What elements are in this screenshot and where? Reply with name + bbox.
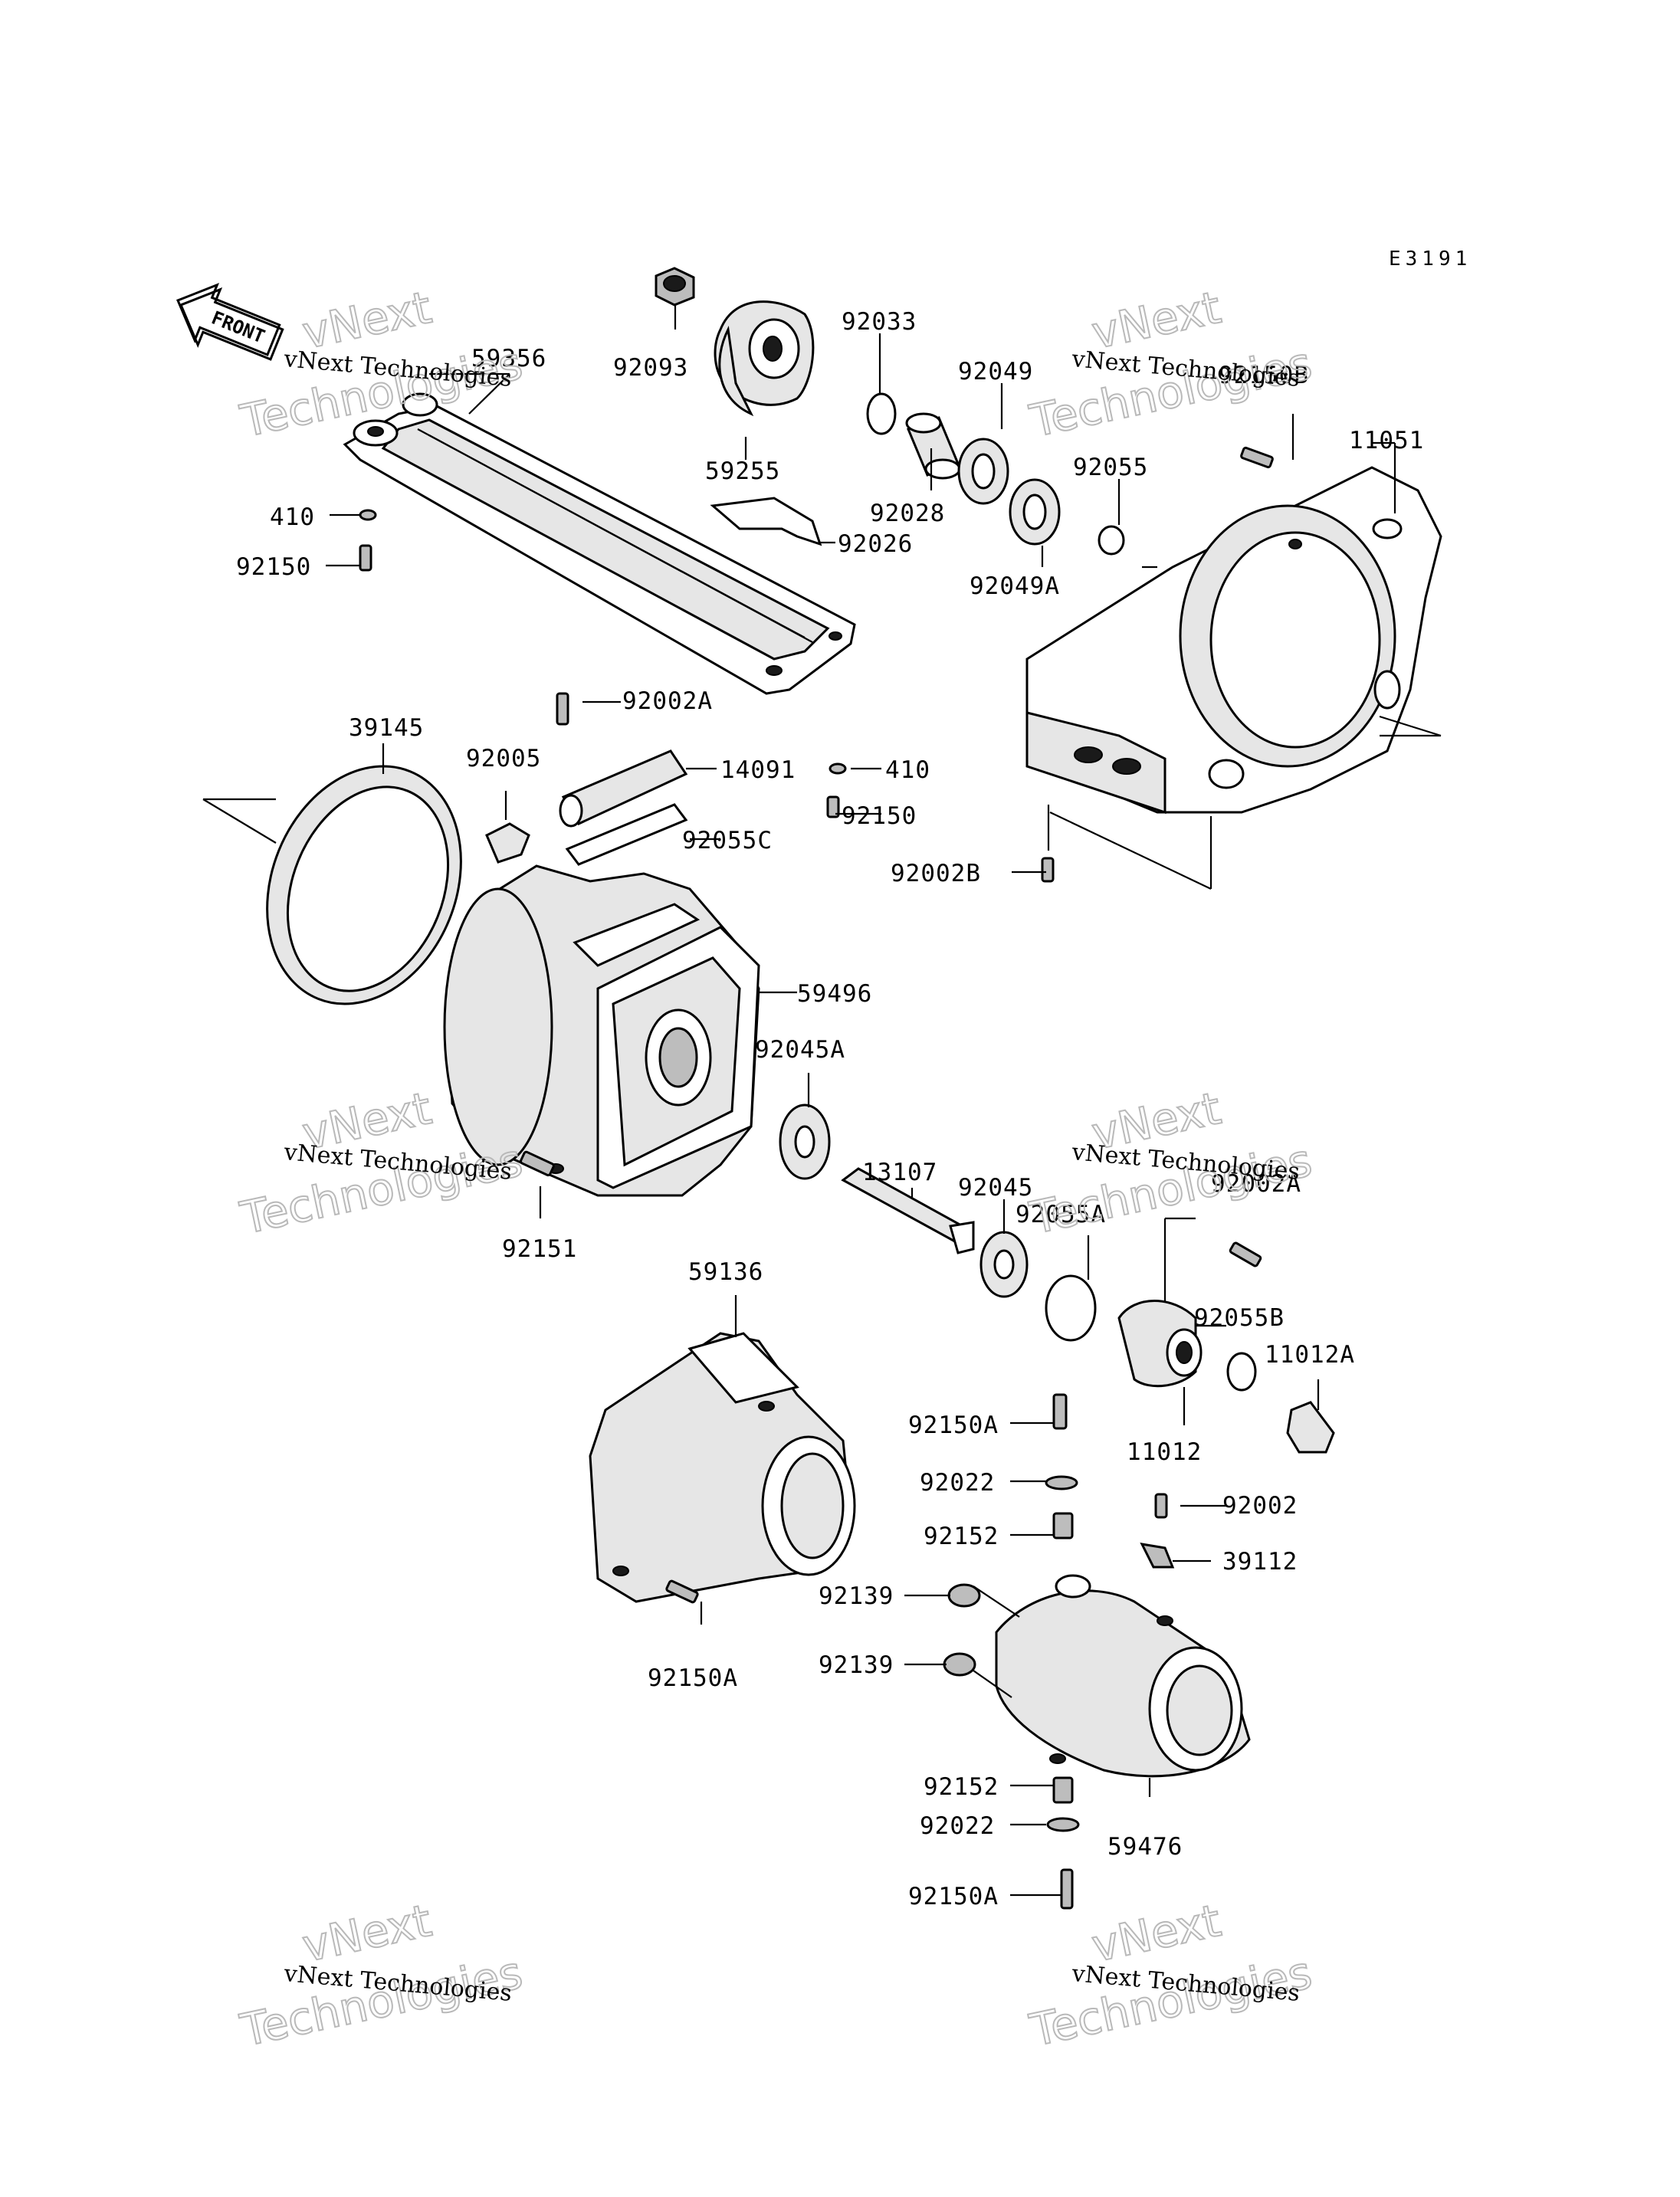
- pump-bracket-housing-part: [1025, 466, 1442, 815]
- callout-59356: 59356: [471, 345, 546, 372]
- callout-92055A: 92055A: [1016, 1201, 1106, 1228]
- callout-39112: 39112: [1222, 1548, 1298, 1576]
- callout-92150A-c: 92150A: [908, 1883, 999, 1910]
- callout-92033: 92033: [842, 308, 917, 336]
- svg-text:vNext: vNext: [1088, 1894, 1226, 1972]
- svg-text:vNext: vNext: [298, 1894, 436, 1972]
- svg-text:vNext: vNext: [298, 281, 436, 359]
- impeller-part: [714, 300, 815, 417]
- pump-cover-plate-part: [343, 392, 856, 695]
- drive-shaft-part: [841, 1167, 975, 1254]
- oil-seal-a-part: [957, 438, 1009, 505]
- callout-59476: 59476: [1107, 1833, 1183, 1861]
- steering-nozzle-part: [995, 1574, 1251, 1778]
- watermark-top-right: vNext Technologies vNext Technologies: [1025, 280, 1317, 448]
- callout-59136: 59136: [688, 1258, 763, 1286]
- callout-92002B: 92002B: [891, 860, 981, 887]
- o-ring-small-part: [1098, 525, 1125, 556]
- callout-92026: 92026: [838, 530, 913, 558]
- callout-92150-b: 92150: [842, 802, 917, 830]
- bearing-sleeve-part: [905, 412, 961, 480]
- pump-case-part: [443, 864, 760, 1197]
- svg-text:vNext: vNext: [1088, 281, 1226, 359]
- callout-59255: 59255: [705, 457, 780, 485]
- bearing-b-part: [979, 1231, 1029, 1298]
- callout-92049A: 92049A: [970, 572, 1060, 600]
- callout-92150A-a: 92150A: [908, 1412, 999, 1439]
- callout-92045: 92045: [958, 1174, 1033, 1202]
- callout-92002: 92002: [1222, 1492, 1298, 1520]
- pump-nozzle-part: [589, 1332, 856, 1603]
- callout-92045A: 92045A: [755, 1036, 845, 1064]
- gasket-part: [565, 803, 688, 866]
- guard-plate-part: [710, 497, 822, 546]
- callout-59496: 59496: [797, 980, 872, 1008]
- callout-92002A-top: 92002A: [622, 687, 713, 715]
- callout-92028: 92028: [870, 500, 945, 527]
- impeller-nut-part: [655, 267, 695, 307]
- callout-92150-a: 92150: [236, 553, 311, 581]
- callout-92055C: 92055C: [682, 827, 773, 854]
- watermark-mid-right: vNext Technologies vNext Technologies: [1025, 1081, 1317, 1245]
- callout-11012A: 11012A: [1265, 1341, 1355, 1369]
- callout-92150B: 92150B: [1219, 362, 1309, 389]
- callout-92055: 92055: [1073, 454, 1148, 481]
- callout-92049: 92049: [958, 358, 1033, 385]
- callout-92152-b: 92152: [924, 1773, 999, 1801]
- callout-410-b: 410: [885, 756, 930, 784]
- callout-11051: 11051: [1349, 427, 1424, 454]
- callout-92005: 92005: [466, 745, 541, 772]
- callout-labels: 59356 410 92150 92093 59255 92033 92028 …: [236, 308, 1424, 1910]
- circlip-ring-part: [866, 392, 897, 435]
- callout-92055B: 92055B: [1194, 1304, 1285, 1332]
- callout-39145: 39145: [349, 714, 424, 742]
- watermark-bottom-left: vNext Technologies vNext Technologies: [235, 1894, 528, 2058]
- diagram-code: E3191: [1389, 248, 1472, 271]
- callout-92139-a: 92139: [819, 1582, 894, 1610]
- ring-band-part: [266, 765, 462, 1005]
- cone-cap-part: [1286, 1401, 1335, 1454]
- callout-92139-b: 92139: [819, 1651, 894, 1679]
- front-arrow-icon: FRONT: [176, 283, 284, 361]
- o-ring-large-part: [1045, 1274, 1097, 1342]
- callout-410-a: 410: [270, 503, 315, 531]
- bearing-a-part: [779, 1103, 831, 1180]
- callout-13107: 13107: [862, 1159, 937, 1186]
- leader-lines: [202, 303, 1442, 1897]
- callout-92022-a: 92022: [920, 1469, 995, 1497]
- callout-11012: 11012: [1127, 1438, 1202, 1466]
- callout-92093: 92093: [613, 354, 688, 382]
- cap-part: [1117, 1300, 1203, 1388]
- grease-fitting-part: [485, 822, 530, 864]
- o-ring-b-part: [1226, 1352, 1257, 1392]
- callout-92152-a: 92152: [924, 1523, 999, 1550]
- oil-seal-b-part: [1009, 478, 1061, 546]
- callout-92022-b: 92022: [920, 1812, 995, 1840]
- watermark-bottom-right: vNext Technologies vNext Technologies: [1025, 1894, 1317, 2058]
- callout-92002A-mid: 92002A: [1211, 1170, 1301, 1198]
- callout-14091: 14091: [720, 756, 796, 784]
- grease-hose-part: [559, 749, 688, 828]
- callout-92151: 92151: [502, 1235, 577, 1263]
- callout-92150A-b: 92150A: [648, 1664, 738, 1692]
